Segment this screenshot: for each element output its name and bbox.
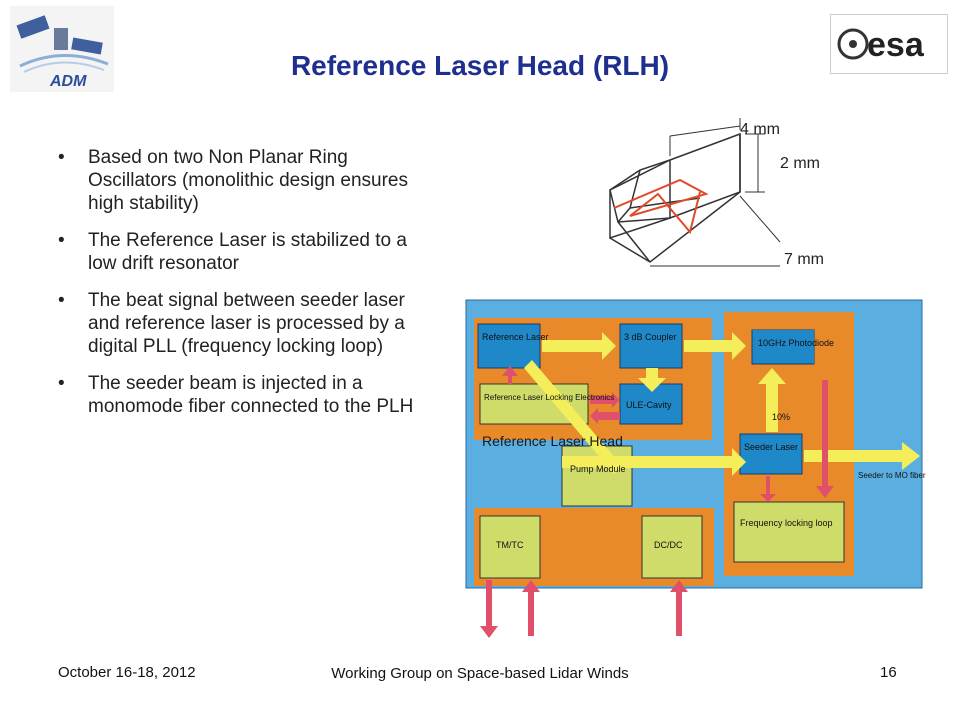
label-locking-electronics: Reference Laser Locking Electronics bbox=[484, 393, 614, 402]
bullet-dot: • bbox=[58, 147, 65, 168]
bullet-dot: • bbox=[58, 230, 65, 251]
slide-title: Reference Laser Head (RLH) bbox=[290, 50, 670, 81]
label-coupler: 3 dB Coupler bbox=[624, 332, 677, 342]
page-number: 16 bbox=[880, 664, 897, 681]
npro-cavity-figure: 4 mm 2 mm 7 mm bbox=[590, 112, 850, 288]
bullet-text: The beat signal between seeder laser and… bbox=[88, 290, 405, 357]
bullet-item: • The Reference Laser is stabilized to a … bbox=[58, 229, 428, 275]
footer-date: October 16-18, 2012 bbox=[58, 664, 196, 681]
label-seeder-laser: Seeder Laser bbox=[744, 442, 798, 452]
label-reference-laser: Reference Laser bbox=[482, 332, 549, 342]
label-pump-module: Pump Module bbox=[570, 464, 626, 474]
rlh-block-diagram: Reference Laser 3 dB Coupler 10GHz Photo… bbox=[462, 296, 942, 640]
footer-event: Working Group on Space-based Lidar Winds bbox=[331, 665, 629, 682]
label-frequency-loop: Frequency locking loop bbox=[740, 518, 833, 528]
bullet-list: • Based on two Non Planar Ring Oscillator… bbox=[58, 146, 428, 432]
bullet-dot: • bbox=[58, 373, 65, 394]
esa-logo: esa bbox=[830, 14, 948, 74]
esa-logo-text: esa bbox=[867, 26, 925, 64]
bullet-item: • The seeder beam is injected in a monomo… bbox=[58, 372, 428, 418]
bullet-text: The Reference Laser is stabilized to a l… bbox=[88, 230, 407, 274]
label-rlh: Reference Laser Head bbox=[482, 433, 623, 449]
label-photodiode: 10GHz Photodiode bbox=[758, 338, 834, 348]
label-split: 10% bbox=[772, 412, 790, 422]
dim-label-4mm: 4 mm bbox=[740, 121, 780, 138]
bullet-text: Based on two Non Planar Ring Oscillators… bbox=[88, 147, 408, 214]
adm-logo: ADM bbox=[10, 6, 114, 92]
label-ule-cavity: ULE-Cavity bbox=[626, 400, 672, 410]
adm-logo-text: ADM bbox=[49, 73, 87, 90]
dim-label-2mm: 2 mm bbox=[780, 155, 820, 172]
dim-label-7mm: 7 mm bbox=[784, 251, 824, 268]
bullet-text: The seeder beam is injected in a monomod… bbox=[88, 373, 414, 417]
label-output: Seeder to MO fiber bbox=[858, 471, 926, 480]
label-tmtc: TM/TC bbox=[496, 540, 524, 550]
bullet-item: • The beat signal between seeder laser an… bbox=[58, 289, 428, 358]
bullet-dot: • bbox=[58, 290, 65, 311]
bullet-item: • Based on two Non Planar Ring Oscillator… bbox=[58, 146, 428, 215]
label-dcdc: DC/DC bbox=[654, 540, 683, 550]
